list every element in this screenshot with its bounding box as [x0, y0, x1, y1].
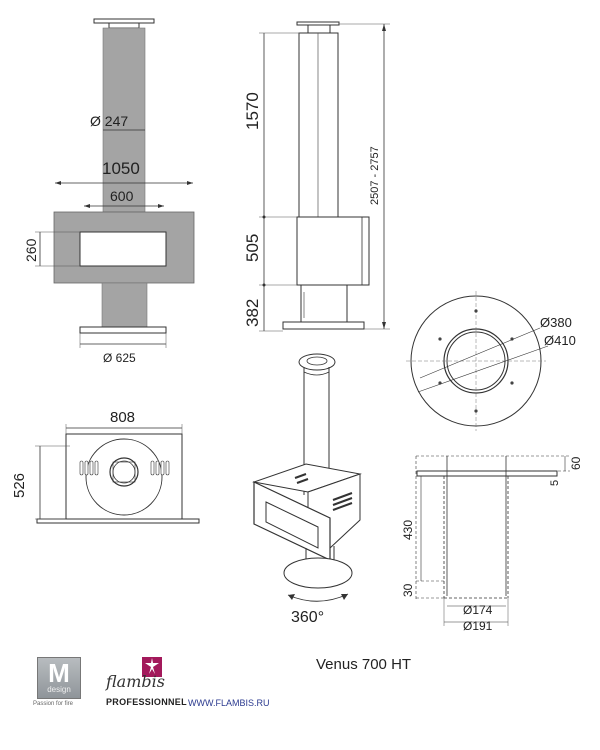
vent-slot: [160, 460, 165, 476]
front-flue-cap: [93, 18, 155, 24]
mount-hole: [510, 381, 514, 385]
label-top-width: 808: [110, 409, 135, 426]
top-front-panel: [36, 518, 200, 524]
vent-slot: [155, 460, 160, 476]
vent-slot: [332, 497, 353, 506]
label-base-height: 382: [243, 299, 262, 327]
arrow: [341, 594, 348, 600]
label-side-body-height: 505: [243, 234, 262, 262]
mount-hole: [474, 309, 478, 313]
side-stove-body: [296, 216, 370, 286]
label-collar-bottom: 30: [401, 583, 415, 597]
front-flue-collar: [108, 22, 140, 29]
collar-top-flange: [416, 470, 558, 477]
ceiling-plate-view: Ø380 Ø410: [406, 291, 576, 431]
label-flue-height: 1570: [243, 92, 262, 130]
label-inner-width: 600: [110, 188, 134, 204]
side-pedestal: [300, 284, 348, 323]
top-flue-bracket: [112, 461, 136, 483]
dim-line-plate-inner: [419, 327, 541, 379]
label-collar-step: 5: [549, 480, 561, 486]
iso-vent-slots: [294, 473, 353, 511]
vent-slot: [150, 460, 155, 476]
dim-tick: [262, 283, 266, 287]
label-total-height: 2507 - 2757: [369, 146, 381, 205]
label-top-depth: 526: [11, 473, 28, 498]
side-flue-pipe: [298, 32, 339, 218]
dim-tick: [262, 215, 266, 219]
label-flue-diameter: Ø 247: [90, 113, 128, 129]
mount-hole: [438, 337, 442, 341]
mdesign-logo: M design: [37, 657, 81, 699]
label-total-width: 1050: [102, 159, 140, 178]
label-collar-height: 430: [401, 520, 415, 540]
vent-slot: [165, 460, 170, 476]
arrow: [187, 181, 193, 185]
front-view: Ø 247 1050 600 260 Ø 625: [23, 18, 195, 365]
brand-name: flambis: [106, 672, 165, 691]
arrow: [382, 322, 386, 329]
label-rotation: 360°: [291, 609, 324, 626]
flambis-logo-mark: [142, 657, 162, 677]
front-base-plate: [79, 326, 167, 334]
iso-rotation-arrow: [287, 593, 349, 602]
label-body-height: 260: [23, 238, 39, 262]
vent-slots-left: [79, 460, 99, 476]
website-link[interactable]: WWW.FLAMBIS.RU: [188, 698, 270, 708]
top-view: 808 526: [11, 409, 200, 524]
vent-slot: [332, 502, 353, 511]
vent-slot: [79, 460, 84, 476]
isometric-view: 360°: [252, 353, 362, 626]
label-base-diameter: Ø 625: [103, 351, 136, 365]
arrow: [158, 204, 164, 208]
vent-slots-right: [150, 460, 170, 476]
vent-slot: [89, 460, 94, 476]
iso-flue-ring: [303, 371, 330, 376]
side-base-plate: [282, 321, 365, 330]
front-glass-window: [79, 231, 167, 267]
label-plate-inner-diameter: Ø380: [540, 315, 572, 330]
label-plate-outer-diameter: Ø410: [544, 333, 576, 348]
vent-slot: [294, 473, 307, 479]
iso-base-plate: [283, 557, 353, 589]
collar-section-view: 430 30 60 5 Ø174 Ø191: [401, 455, 583, 633]
brand-subtitle: PROFESSIONNEL: [106, 697, 187, 707]
mdesign-logo-letter: M: [48, 658, 70, 688]
vent-slot: [94, 460, 99, 476]
vent-slot: [332, 492, 353, 501]
mdesign-logo-word: design: [47, 685, 71, 694]
front-pedestal: [101, 282, 148, 328]
model-name: Venus 700 HT: [316, 656, 412, 673]
side-view: 1570 505 382 2507 - 2757: [243, 21, 390, 332]
arrow: [382, 24, 386, 31]
label-collar-inner-diameter: Ø174: [463, 603, 493, 617]
front-flue-pipe: [102, 27, 146, 213]
side-flue-collar: [307, 24, 331, 34]
iso-glass-window: [265, 501, 319, 549]
vent-slot: [296, 478, 309, 484]
arrow: [288, 594, 295, 600]
label-collar-top: 60: [569, 456, 583, 470]
top-flue-inner: [112, 460, 136, 484]
label-collar-outer-diameter: Ø191: [463, 619, 493, 633]
mount-hole: [474, 409, 478, 413]
arrow: [55, 181, 61, 185]
dim-line-plate-outer: [417, 345, 549, 393]
iso-flue-opening: [306, 356, 328, 366]
arrow: [84, 204, 90, 208]
vent-slot: [84, 460, 89, 476]
logo-cross: [145, 658, 159, 674]
mdesign-tagline: Passion for fire: [33, 701, 74, 707]
